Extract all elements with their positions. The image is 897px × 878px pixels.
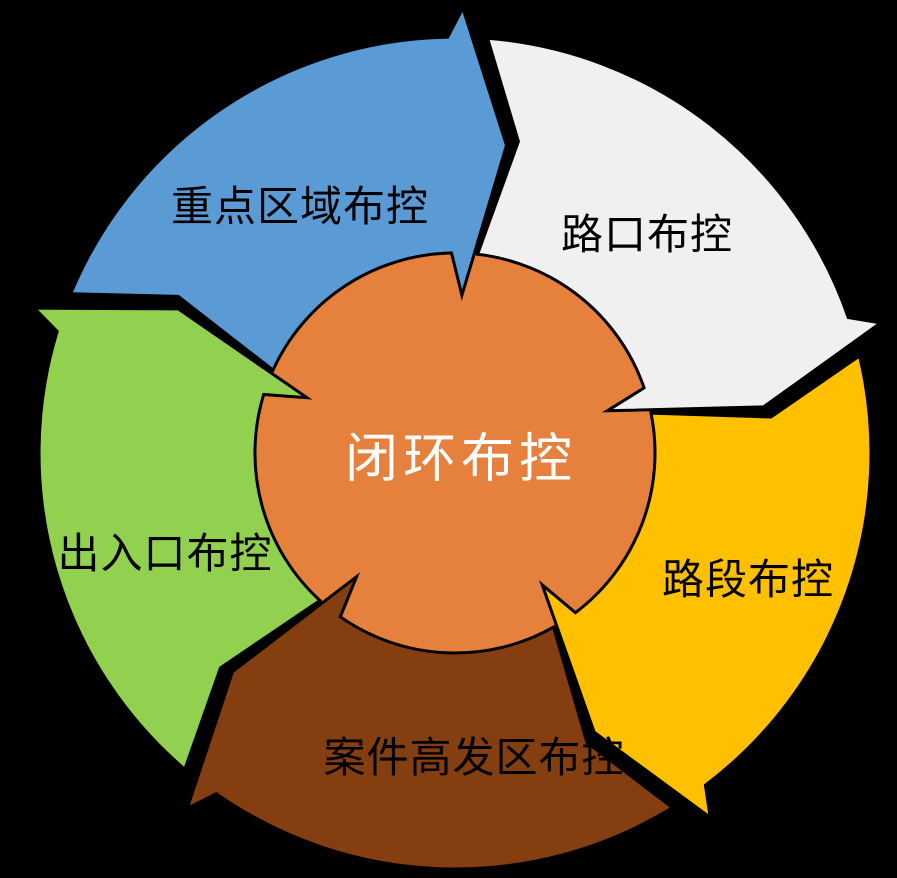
segment-label: 案件高发区布控 <box>323 733 625 782</box>
segment-arrow-road-section <box>538 353 873 821</box>
segment-label: 重点区域布控 <box>170 182 430 231</box>
segment-label: 路段布控 <box>661 555 835 604</box>
segment-arrow-case-hotspot <box>184 572 676 871</box>
segment-arrow-intersection <box>475 36 885 413</box>
center-circle-label: 闭环布控 <box>345 428 577 490</box>
segment-arrow-entrance-exit <box>30 306 323 772</box>
segment-label: 路口布控 <box>560 210 734 259</box>
segment-arrow-key-area <box>68 4 509 373</box>
segment-label: 出入口布控 <box>57 529 273 578</box>
